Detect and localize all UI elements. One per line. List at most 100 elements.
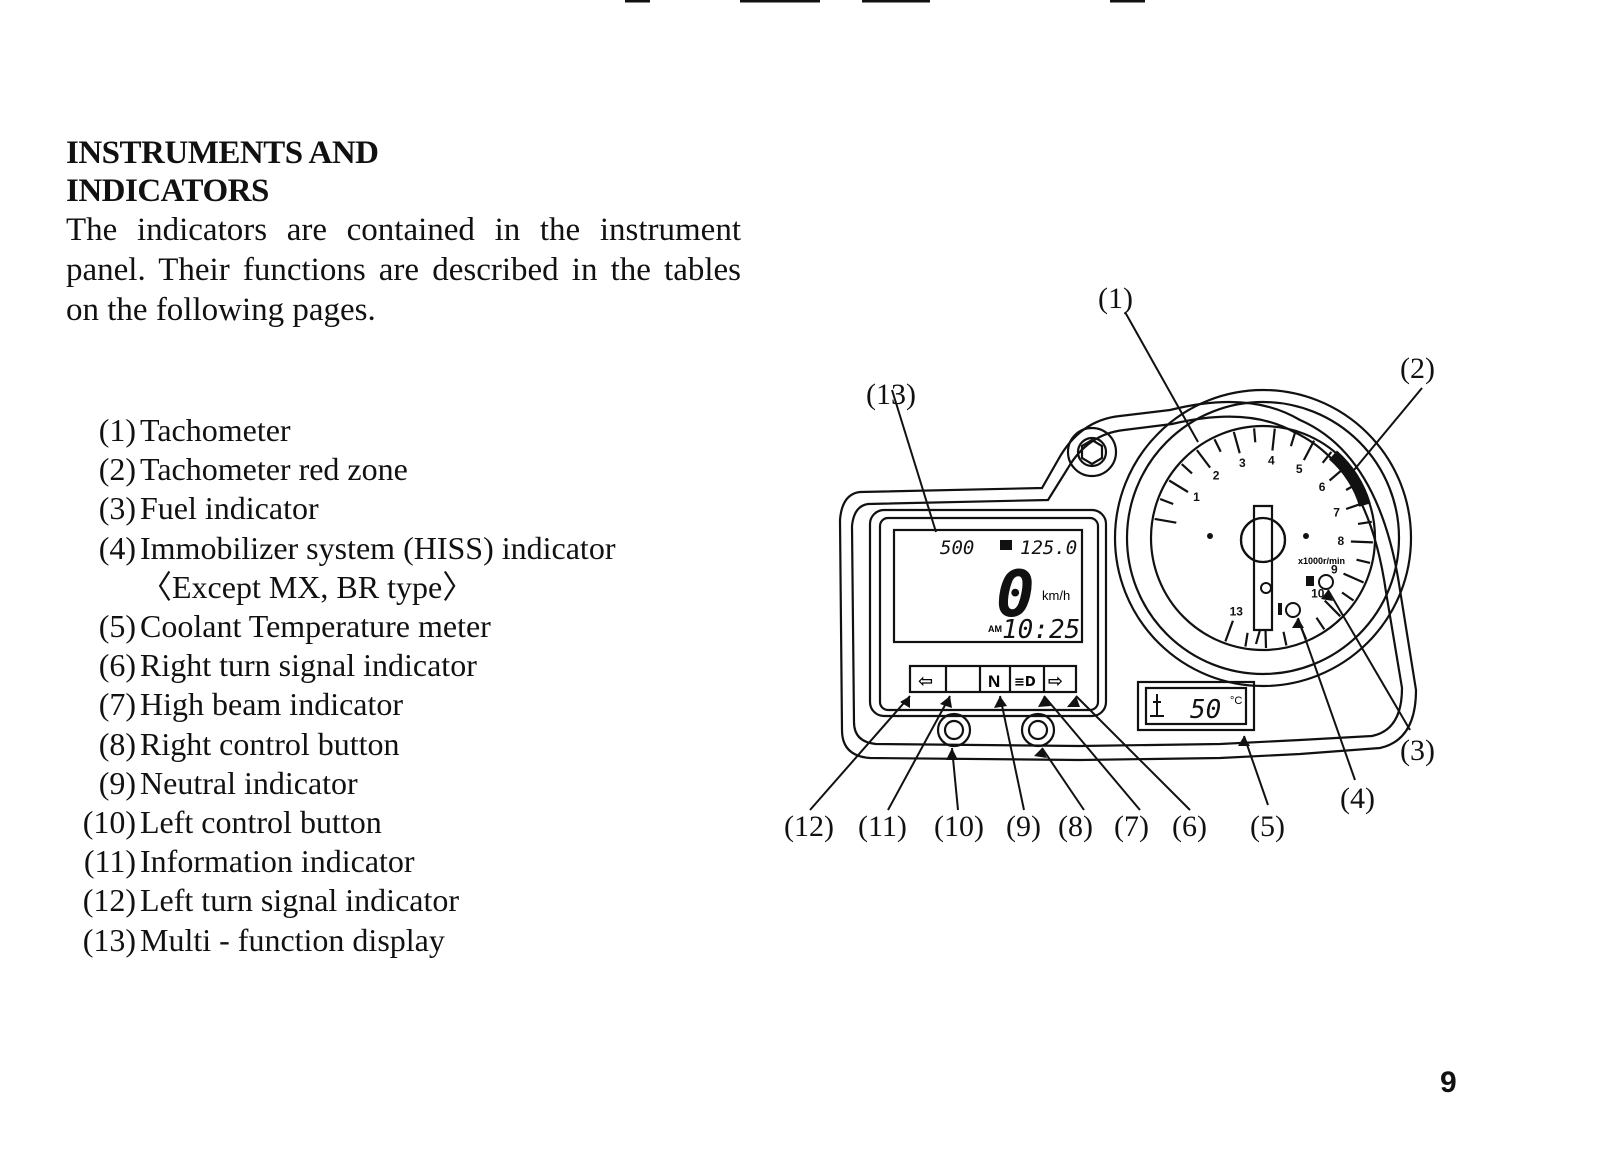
page-number: 9	[1440, 1066, 1457, 1099]
tachometer-major-tick	[1350, 540, 1373, 544]
legend-label: Right turn signal indicator	[140, 647, 477, 684]
callout-13: (13)	[866, 378, 916, 411]
hiss-indicator-lamp	[1285, 602, 1301, 618]
tachometer-label: 10	[1311, 587, 1325, 601]
lcd-trip-icon	[1000, 540, 1012, 550]
legend-number: (1)	[98, 412, 136, 448]
tachometer-label: 13	[1230, 604, 1244, 618]
tachometer-label: 3	[1239, 456, 1246, 470]
page-title-line-2: INDICATORS	[66, 173, 269, 209]
top-edge-marks	[625, 0, 1145, 3]
lcd-speed-unit: km/h	[1042, 588, 1070, 603]
legend-note-text: 〈Except MX, BR type〉	[140, 568, 475, 605]
dial-dot	[1303, 533, 1309, 539]
tachometer-scale	[1154, 428, 1373, 649]
legend-number: (10)	[82, 804, 136, 841]
legend-number: (2)	[98, 451, 136, 488]
tachometer-needle	[1239, 504, 1287, 645]
tachometer-major-tick	[1271, 428, 1276, 451]
legend-label: High beam indicator	[140, 686, 404, 723]
legend-item: (5)Coolant Temperature meter	[70, 607, 615, 646]
fuel-indicator-lamp	[1318, 574, 1334, 590]
legend-number: (9)	[98, 764, 136, 801]
legend-number: (6)	[98, 647, 136, 684]
legend-item: (3)Fuel indicator	[70, 489, 615, 528]
callout-5: (5)	[1250, 810, 1285, 843]
legend-label: Information indicator	[140, 843, 415, 880]
coolant-unit: °C	[1230, 695, 1242, 707]
tachometer-label: 4	[1268, 453, 1275, 467]
tachometer-minor-tick	[1282, 631, 1288, 646]
legend-item: (13)Multi - function display	[70, 921, 615, 960]
right-control-button	[1020, 712, 1056, 748]
tachometer-major-tick	[1343, 572, 1365, 584]
thermometer-icon	[1150, 694, 1164, 717]
tachometer-major-tick	[1154, 517, 1177, 524]
left-control-button	[936, 712, 972, 748]
lcd-bezel	[868, 508, 1108, 718]
tachometer-unit: x1000r/min	[1298, 556, 1345, 566]
lcd-screen	[892, 528, 1084, 644]
dial-dot	[1207, 533, 1213, 539]
high-beam-icon: ≡D	[1014, 675, 1036, 690]
tachometer-label: 9	[1331, 563, 1338, 577]
callout-8: (8)	[1058, 810, 1093, 843]
callout-arrowheads	[900, 590, 1333, 760]
tachometer-label: 6	[1319, 480, 1326, 494]
tachometer-minor-tick	[1213, 438, 1222, 453]
legend-label: Left control button	[140, 804, 382, 841]
panel-housing-inner	[850, 415, 1404, 748]
legend-label: Multi - function display	[140, 921, 445, 958]
legend-label: Left turn signal indicator	[140, 882, 460, 919]
fuel-pump-icon	[1306, 576, 1314, 586]
indicator-strip	[908, 664, 1078, 694]
lcd-clock-prefix: AM	[988, 624, 1002, 634]
legend-label: Tachometer	[140, 412, 291, 448]
legend-label: Fuel indicator	[140, 490, 319, 527]
coolant-value: 50	[1190, 695, 1221, 725]
legend-label: Right control button	[140, 725, 400, 762]
tachometer-minor-tick	[1356, 558, 1371, 564]
callout-9: (9)	[1006, 810, 1041, 843]
tachometer-red-zone	[1328, 450, 1371, 507]
callout-6: (6)	[1172, 810, 1207, 843]
tachometer-outer-ring	[1113, 388, 1413, 688]
coolant-display-frame	[1136, 680, 1256, 732]
legend-number: (8)	[98, 725, 136, 762]
tachometer-label: 7	[1333, 505, 1340, 519]
lcd-trip: 125.0	[1020, 537, 1077, 559]
left-turn-icon: ⇦	[918, 671, 933, 692]
tachometer-major-tick	[1168, 479, 1189, 493]
legend-number: (3)	[98, 490, 136, 527]
legend-label: Neutral indicator	[140, 764, 358, 801]
tachometer-label: 8	[1338, 534, 1345, 548]
legend-number: (13)	[82, 921, 136, 958]
tachometer-major-tick	[1196, 449, 1211, 469]
legend-item: (7)High beam indicator	[70, 685, 615, 724]
legend-list: (1)Tachometer (2)Tachometer red zone (3)…	[70, 411, 616, 960]
tachometer-major-tick	[1224, 620, 1234, 642]
legend-item: (12)Left turn signal indicator	[70, 881, 615, 920]
panel-housing	[838, 400, 1418, 762]
legend-note: 〈Except MX, BR type〉	[70, 568, 615, 607]
intro-paragraph: The indicators are contained in the inst…	[66, 212, 741, 328]
callout-10: (10)	[934, 810, 984, 843]
tachometer-major-tick	[1302, 440, 1316, 461]
legend-item: (8)Right control button	[70, 725, 615, 764]
lcd-odometer: 500	[940, 537, 974, 559]
tachometer-minor-tick	[1253, 428, 1257, 443]
legend-number: (5)	[98, 608, 136, 645]
tachometer-minor-tick	[1159, 497, 1174, 506]
legend-item: (11)Information indicator	[70, 842, 615, 881]
callout-7: (7)	[1114, 810, 1149, 843]
tachometer-dial	[1149, 424, 1377, 652]
legend-label: Immobilizer system (HISS) indicator	[140, 529, 616, 566]
key-icon	[1278, 603, 1282, 615]
page-title-line-1: INSTRUMENTS AND	[66, 135, 379, 171]
tachometer-minor-tick	[1321, 451, 1333, 464]
callout-12: (12)	[784, 810, 834, 843]
legend-label: Coolant Temperature meter	[140, 608, 491, 645]
tachometer-label: 5	[1296, 462, 1303, 476]
legend-label: Tachometer red zone	[140, 451, 408, 488]
tachometer-minor-tick	[1180, 463, 1193, 475]
